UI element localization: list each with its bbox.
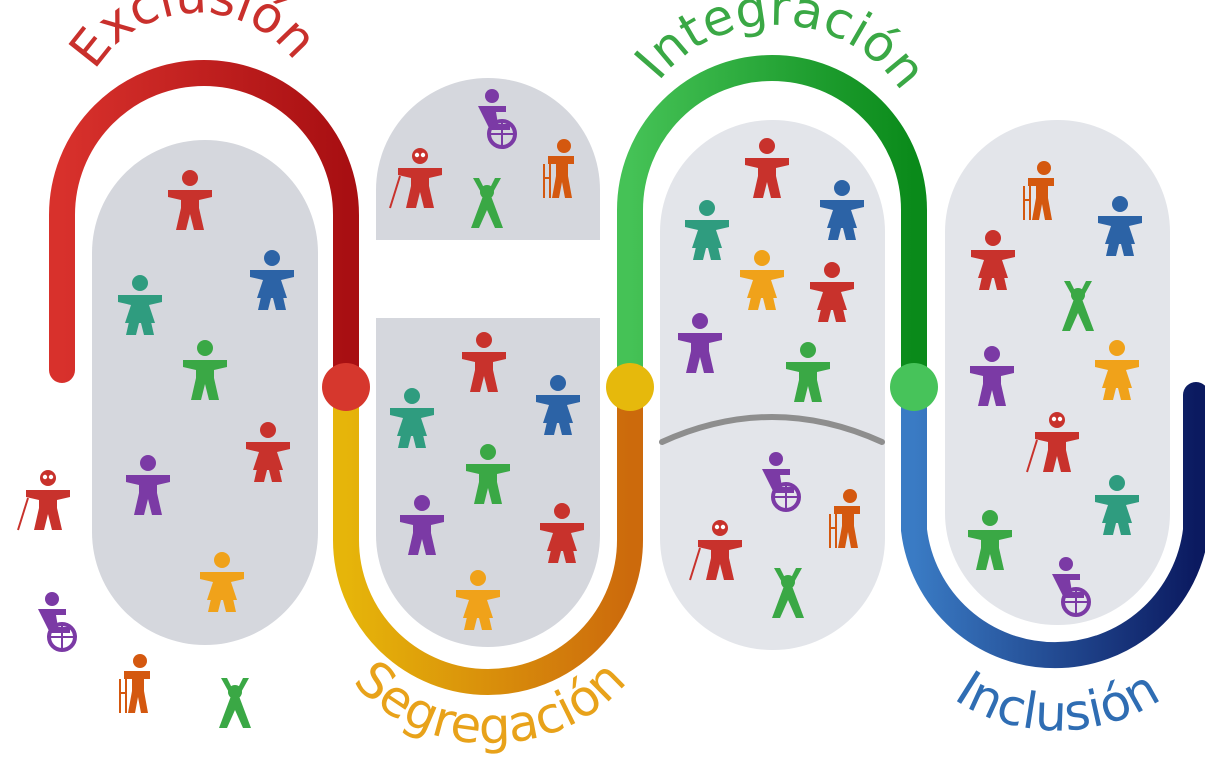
figure-elder-cane-outside xyxy=(17,470,70,531)
figure-man-inclusion xyxy=(970,346,1014,406)
figure-man-segregation-bottom xyxy=(466,444,510,504)
figure-woman-integration-top xyxy=(820,180,864,240)
figure-man-integration-top xyxy=(786,342,830,402)
figure-wheelchair-inclusion xyxy=(1052,557,1091,617)
figure-elder-cane-integration-bottom xyxy=(689,520,742,581)
integration-divider xyxy=(659,414,885,445)
figure-elder-walker-integration-bottom xyxy=(829,489,860,548)
figure-woman-inclusion xyxy=(1098,196,1142,256)
figure-wheelchair-integration-bottom xyxy=(762,452,801,512)
process-band xyxy=(49,55,1205,695)
figure-man-integration-top xyxy=(745,138,789,198)
figure-child-segregation-top xyxy=(471,178,503,228)
figures xyxy=(17,89,1142,728)
junction-dots xyxy=(322,363,938,411)
figure-man-exclusion xyxy=(168,170,212,230)
junction-red xyxy=(322,363,370,411)
figure-woman-segregation-bottom xyxy=(536,375,580,435)
figure-man-integration-top xyxy=(678,313,722,373)
figure-elder-cane-segregation-top xyxy=(389,148,442,209)
figure-woman-segregation-bottom xyxy=(390,388,434,448)
panel-exclusion xyxy=(92,140,318,645)
figure-elder-walker-outside xyxy=(119,654,150,713)
figure-woman-integration-top xyxy=(810,262,854,322)
figure-woman-exclusion xyxy=(250,250,294,310)
figure-woman-integration-top xyxy=(740,250,784,310)
figure-child-integration-bottom xyxy=(772,568,804,618)
band-integration xyxy=(617,55,927,385)
figure-wheelchair-outside xyxy=(38,592,77,652)
junction-green xyxy=(890,363,938,411)
figure-child-inclusion xyxy=(1062,281,1094,331)
figure-woman-segregation-bottom xyxy=(456,570,500,630)
figure-man-segregation-bottom xyxy=(400,495,444,555)
band-segregation xyxy=(333,385,643,695)
figure-elder-cane-inclusion xyxy=(1026,412,1079,473)
figure-elder-walker-inclusion xyxy=(1023,161,1054,220)
junction-yellow xyxy=(606,363,654,411)
figure-man-inclusion xyxy=(968,510,1012,570)
figure-child-outside xyxy=(219,678,251,728)
band-exclusion xyxy=(49,60,359,398)
figure-woman-inclusion xyxy=(971,230,1015,290)
label-segregation: Segregación xyxy=(344,650,637,756)
figure-woman-exclusion xyxy=(246,422,290,482)
label-integration: Integración xyxy=(624,0,938,99)
figure-man-exclusion xyxy=(183,340,227,400)
figure-woman-inclusion xyxy=(1095,475,1139,535)
figure-woman-inclusion xyxy=(1095,340,1139,400)
figure-elder-walker-segregation-top xyxy=(543,139,574,198)
figure-man-segregation-bottom xyxy=(462,332,506,392)
figure-woman-exclusion xyxy=(118,275,162,335)
band-inclusion xyxy=(901,372,1205,669)
label-inclusion: Inclusión xyxy=(946,659,1168,743)
figure-wheelchair-segregation-top xyxy=(478,89,517,149)
figure-man-exclusion xyxy=(126,455,170,515)
figure-woman-integration-top xyxy=(685,200,729,260)
figure-woman-exclusion xyxy=(200,552,244,612)
figure-woman-segregation-bottom xyxy=(540,503,584,563)
